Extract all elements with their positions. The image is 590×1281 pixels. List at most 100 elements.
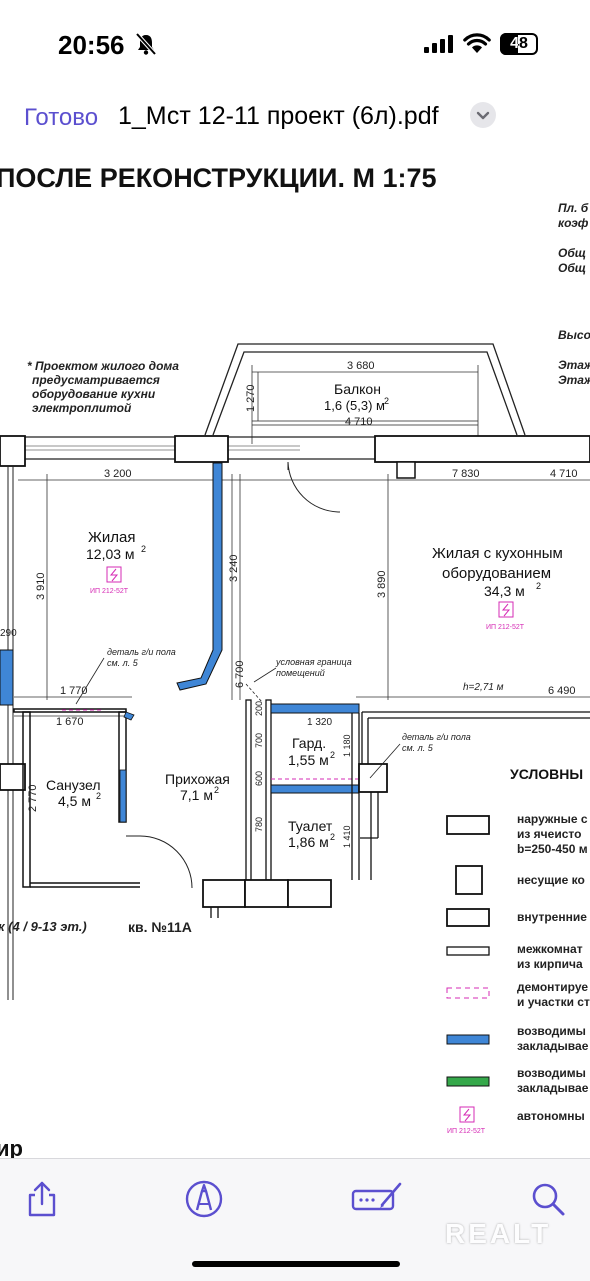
dim-1410: 1 410 [342, 825, 352, 848]
dim-1320: 1 320 [307, 717, 332, 728]
legend-2-l1: несущие ко [517, 873, 585, 887]
wifi-icon [463, 33, 491, 53]
share-button[interactable] [20, 1177, 64, 1221]
markup-icon [185, 1180, 223, 1218]
battery-indicator: 48 [500, 33, 538, 55]
legend-6-l2: закладывае [517, 1039, 589, 1053]
living2-name-l1: Жилая с кухонным [432, 545, 563, 562]
dim-290: 290 [0, 628, 17, 639]
document-title[interactable]: 1_Мст 12-11 проект (6л).pdf [118, 102, 439, 130]
share-icon [28, 1181, 56, 1217]
floor-label: к (4 / 9-13 эт.) [0, 919, 87, 934]
closet-name: Гард. [292, 735, 326, 751]
dim-700: 700 [254, 733, 264, 748]
bath-area-sup: 2 [96, 791, 101, 801]
ceiling-height: h=2,71 м [463, 682, 504, 693]
done-button[interactable]: Готово [24, 104, 99, 131]
legend-ip-label: ИП 212-52Т [447, 1128, 486, 1135]
battery-percent: 48 [510, 35, 528, 52]
bath-area: 4,5 м [58, 793, 91, 809]
dim-1270: 1 270 [245, 384, 257, 412]
right-note-3: Общ [558, 246, 586, 260]
legend-4-l1: межкомнат [517, 942, 583, 956]
detail-1-line-2: см. л. 5 [107, 658, 139, 668]
living1-area: 12,03 м [86, 546, 135, 562]
home-indicator[interactable] [192, 1261, 400, 1267]
hall-area-sup: 2 [214, 785, 219, 795]
right-note-6: Этаж [558, 358, 590, 372]
status-time: 20:56 [58, 30, 125, 60]
legend-4-l2: из кирпича [517, 957, 583, 971]
legend-1-l1: наружные с [517, 812, 588, 826]
room-border-line-1: условная граница [275, 657, 352, 667]
title-menu-button[interactable] [470, 102, 496, 128]
cellular-signal-icon [424, 35, 453, 53]
battery-fill [500, 33, 519, 55]
dim-600: 600 [254, 771, 264, 786]
dim-7830: 7 830 [452, 468, 480, 480]
living1-name: Жилая [88, 529, 135, 546]
right-note-5: Высо [558, 328, 590, 342]
balcony-name: Балкон [334, 381, 381, 397]
floor-plan-drawing: ПОСЛЕ РЕКОНСТРУКЦИИ. М 1:75 Пл. б коэф О… [0, 163, 590, 1160]
dim-1670: 1 670 [56, 716, 84, 728]
bottom-toolbar [0, 1158, 590, 1281]
right-note-7: Этаж [558, 373, 590, 387]
dim-4710: 4 710 [550, 468, 578, 480]
pdf-page-view[interactable]: ПОСЛЕ РЕКОНСТРУКЦИИ. М 1:75 Пл. б коэф О… [0, 150, 590, 1160]
right-note-1: Пл. б [558, 201, 589, 215]
dim-2770: 2 770 [27, 784, 39, 812]
legend-7-l1: возводимы [517, 1066, 586, 1080]
dim-6700: 6 700 [234, 660, 246, 688]
legend-1-l2: из ячеисто [517, 827, 581, 841]
toilet-area-sup: 2 [330, 832, 335, 842]
closet-area-sup: 2 [330, 750, 335, 760]
detector-1-label: ИП 212-52Т [90, 588, 129, 595]
dim-3910: 3 910 [35, 572, 47, 600]
detail-2-line-1: деталь г/и пола [402, 732, 471, 742]
chevron-down-icon [476, 111, 490, 120]
plan-heading: ПОСЛЕ РЕКОНСТРУКЦИИ. М 1:75 [0, 163, 437, 193]
dim-1770: 1 770 [60, 685, 88, 697]
toilet-name: Туалет [288, 818, 333, 834]
dim-6490: 6 490 [548, 685, 576, 697]
legend-6-l1: возводимы [517, 1024, 586, 1038]
legend-5-l1: демонтируе [517, 980, 588, 994]
markup-button[interactable] [182, 1177, 226, 1221]
living2-name-l2: оборудованием [442, 565, 551, 582]
toilet-area: 1,86 м [288, 834, 329, 850]
sign-button[interactable] [350, 1177, 406, 1221]
note-line-4: электроплитой [32, 401, 132, 415]
balcony-area: 1,6 (5,3) м [324, 398, 385, 413]
bath-name: Санузел [46, 777, 101, 793]
search-button[interactable] [526, 1177, 570, 1221]
legend-7-l2: закладывае [517, 1081, 589, 1095]
closet-area: 1,55 м [288, 752, 329, 768]
legend-title: УСЛОВНЫ [510, 766, 583, 782]
bottom-cut-text: ир [0, 1136, 23, 1160]
legend-1-l3: b=250-450 м [517, 842, 588, 856]
note-line-1: * Проектом жилого дома [27, 359, 179, 373]
right-note-2: коэф [558, 216, 589, 230]
dim-4710-balcony: 4 710 [345, 416, 373, 428]
detector-2-label: ИП 212-52Т [486, 624, 525, 631]
note-line-2: предусматривается [32, 373, 160, 387]
balcony-area-sup: 2 [384, 396, 389, 406]
dim-780: 780 [254, 817, 264, 832]
new-partition-wall [176, 462, 223, 691]
detail-2-line-2: см. л. 5 [402, 743, 434, 753]
dim-200: 200 [254, 701, 264, 716]
dim-3240: 3 240 [228, 554, 240, 582]
legend-symbols [446, 815, 490, 1123]
note-line-3: оборудование кухни [32, 387, 156, 401]
dim-3680: 3 680 [347, 360, 375, 372]
detector-1-icon [106, 566, 122, 583]
living2-area: 34,3 м [484, 583, 525, 599]
right-note-4: Общ [558, 261, 586, 275]
hall-name: Прихожая [165, 771, 230, 787]
legend-3-l1: внутренние [517, 910, 587, 924]
sign-icon [351, 1182, 402, 1211]
detector-2-icon [498, 601, 514, 618]
legend-8-l1: автономны [517, 1109, 585, 1123]
legend-5-l2: и участки ст [517, 995, 590, 1009]
